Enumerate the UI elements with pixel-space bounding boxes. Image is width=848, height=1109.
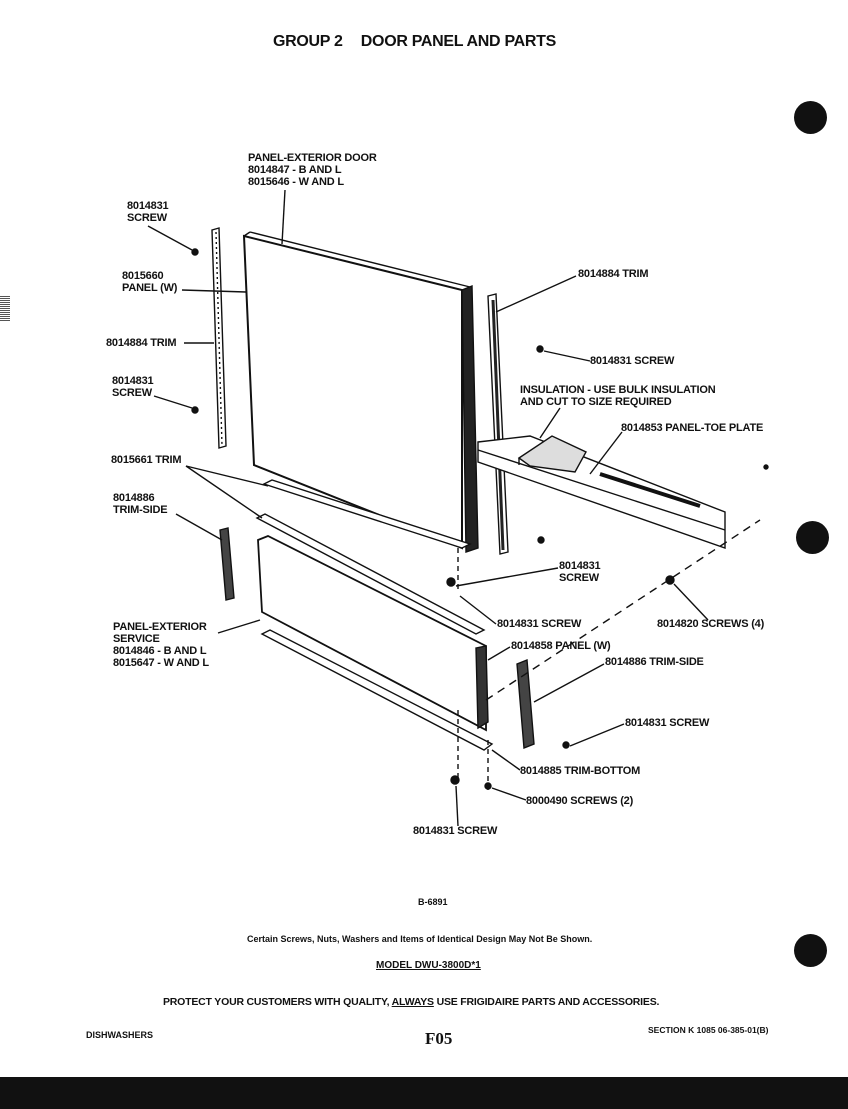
- binder-hole-middle: [796, 521, 829, 554]
- figure-id: B-6891: [418, 897, 448, 907]
- label-panel-exterior-door: PANEL-EXTERIOR DOOR 8014847 - B AND L 80…: [248, 152, 377, 188]
- trim-8015661-lower: [255, 513, 486, 635]
- footer-category: DISHWASHERS: [86, 1030, 154, 1040]
- label-screw-right-low: 8014831 SCREW: [625, 717, 710, 729]
- disclaimer-text: Certain Screws, Nuts, Washers and Items …: [247, 934, 593, 944]
- label-screw-bottom: 8014831 SCREW: [413, 825, 498, 837]
- label-line: 8014831: [127, 200, 169, 212]
- label-line: INSULATION - USE BULK INSULATION: [520, 384, 716, 396]
- label-insulation: INSULATION - USE BULK INSULATION AND CUT…: [520, 384, 716, 408]
- service-panel-right-trim: [475, 645, 489, 730]
- label-line: 8014831: [559, 560, 601, 572]
- label-line: 8014846 - B AND L: [113, 645, 207, 657]
- exterior-door-panel: [242, 234, 463, 550]
- binder-hole-top: [794, 101, 827, 134]
- insulation-block: [517, 435, 587, 473]
- label-line: 8015647 - W AND L: [113, 657, 209, 669]
- label-line: SERVICE: [113, 633, 160, 645]
- model-number: MODEL DWU-3800D*1: [376, 960, 481, 971]
- label-trim-right: 8014884 TRIM: [578, 268, 649, 280]
- label-screw-mid-left: 8014831 SCREW: [112, 375, 154, 399]
- label-line: SCREW: [112, 387, 152, 399]
- door-trim-right: [461, 284, 479, 553]
- scan-bottom-border: [0, 1077, 848, 1109]
- binder-hole-bottom: [794, 934, 827, 967]
- trim-bottom: [260, 629, 494, 751]
- label-line: AND CUT TO SIZE REQUIRED: [520, 396, 672, 408]
- label-screws-4: 8014820 SCREWS (4): [657, 618, 765, 630]
- label-line: PANEL-EXTERIOR: [113, 621, 207, 633]
- label-line: 8014831: [112, 375, 154, 387]
- trim-side-left: [219, 527, 235, 601]
- label-trim-side-left: 8014886 TRIM-SIDE: [113, 492, 168, 516]
- label-panel-exterior-service: PANEL-EXTERIOR SERVICE 8014846 - B AND L…: [113, 621, 209, 669]
- label-screw-center: 8014831 SCREW: [559, 560, 601, 584]
- label-line: PANEL (W): [122, 282, 178, 294]
- label-trim-side-right: 8014886 TRIM-SIDE: [605, 656, 704, 668]
- label-screw-top-left: 8014831 SCREW: [127, 200, 169, 224]
- label-panel-w-bottom: 8014858 PANEL (W): [511, 640, 611, 652]
- label-trim-bottom: 8014885 TRIM-BOTTOM: [520, 765, 641, 777]
- label-line: 8014847 - B AND L: [248, 164, 342, 176]
- group-title: DOOR PANEL AND PARTS: [360, 33, 557, 50]
- label-line: PANEL-EXTERIOR DOOR: [248, 152, 377, 164]
- service-exterior-panel: [257, 535, 487, 732]
- page-title: GROUP 2 DOOR PANEL AND PARTS: [273, 33, 556, 51]
- label-line: 8015646 - W AND L: [248, 176, 344, 188]
- toe-plate: [477, 435, 726, 549]
- trim-8015661-upper: [262, 479, 472, 549]
- label-screws-2: 8000490 SCREWS (2): [526, 795, 634, 807]
- protect-emphasis: ALWAYS: [391, 996, 434, 1008]
- trim-side-right: [516, 658, 535, 750]
- label-line: TRIM-SIDE: [113, 504, 168, 516]
- protect-text-after: USE FRIGIDAIRE PARTS AND ACCESSORIES.: [433, 996, 660, 1008]
- footer-section: SECTION K 1085 06-385-01(B): [648, 1025, 769, 1035]
- label-trim-left: 8014884 TRIM: [106, 337, 177, 349]
- label-screw-right-top: 8014831 SCREW: [590, 355, 675, 367]
- label-line: 8014886: [113, 492, 155, 504]
- footer-page-code: F05: [425, 1029, 453, 1048]
- protect-notice: PROTECT YOUR CUSTOMERS WITH QUALITY, ALW…: [163, 996, 659, 1008]
- scan-edge-mark: [0, 296, 10, 322]
- protect-text-before: PROTECT YOUR CUSTOMERS WITH QUALITY,: [163, 996, 392, 1008]
- label-line: SCREW: [127, 212, 167, 224]
- label-panel-w-left: 8015660 PANEL (W): [122, 270, 177, 294]
- label-line: SCREW: [559, 572, 599, 584]
- label-line: 8015660: [122, 270, 164, 282]
- label-screw-center-low: 8014831 SCREW: [497, 618, 582, 630]
- label-toe-plate: 8014853 PANEL-TOE PLATE: [621, 422, 764, 434]
- label-trim-8015661: 8015661 TRIM: [111, 454, 182, 466]
- group-label: GROUP 2: [273, 33, 343, 50]
